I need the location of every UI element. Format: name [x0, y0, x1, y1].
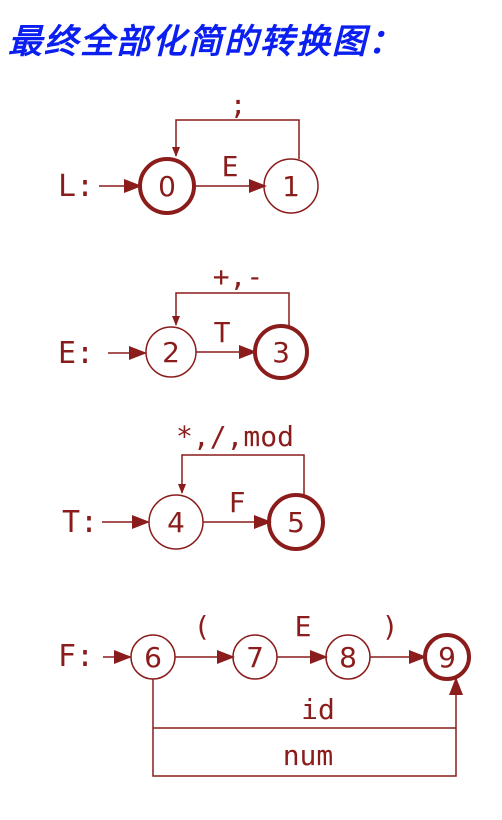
- state-1-label: 1: [282, 170, 300, 203]
- machine-F-name: F:: [58, 639, 94, 674]
- state-9-label: 9: [438, 641, 456, 674]
- loop-3-2-label: +,-: [213, 260, 264, 293]
- edge-0-1-label: E: [222, 150, 239, 183]
- state-1-circle: [263, 158, 319, 214]
- machine-E-name: E:: [58, 336, 94, 371]
- state-6-label: 6: [144, 641, 162, 674]
- edge-8-9-label: ): [382, 610, 399, 643]
- state-9-circle: [423, 633, 471, 681]
- state-8-label: 8: [339, 641, 357, 674]
- state-3-circle: [253, 324, 309, 380]
- machine-E: E: 2 T 3 +,-: [58, 260, 309, 380]
- state-4-label: 4: [167, 506, 185, 539]
- loop-5-4: [178, 454, 305, 495]
- state-3-label: 3: [272, 336, 290, 369]
- machine-F: F: 6 ( 7 E 8 ) 9 id num: [58, 610, 471, 777]
- loop-1-0-label: ;: [230, 88, 247, 121]
- loop-5-4-label: *,/,mod: [176, 420, 294, 453]
- loop-3-2: [172, 292, 290, 326]
- machine-L-name: L:: [58, 169, 94, 204]
- state-5-circle: [267, 493, 325, 551]
- machine-L: L: 0 E 1 ;: [58, 88, 319, 215]
- state-2-label: 2: [162, 336, 180, 369]
- bypass-id-label: id: [301, 693, 335, 726]
- state-7-label: 7: [246, 641, 264, 674]
- edge-4-5-label: F: [229, 486, 246, 519]
- machine-T-name: T:: [62, 505, 98, 540]
- edge-7-8-label: E: [295, 610, 312, 643]
- state-0-label: 0: [158, 170, 176, 203]
- loop-1-0: [172, 119, 300, 159]
- machine-T: T: 4 F 5 *,/,mod: [62, 420, 325, 551]
- edge-2-3-label: T: [214, 316, 231, 349]
- state-5-label: 5: [287, 506, 305, 539]
- bypass-num-label: num: [283, 739, 334, 772]
- diagram-title: 最终全部化简的转换图：: [8, 22, 404, 62]
- edge-6-7-label: (: [194, 610, 211, 643]
